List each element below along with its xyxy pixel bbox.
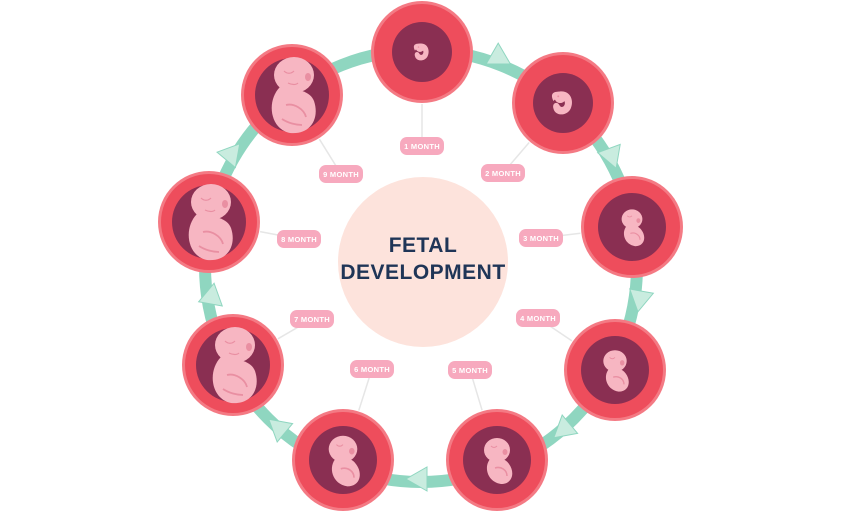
center-circle <box>338 177 508 347</box>
month-label-4: 4 MONTH <box>516 309 560 327</box>
center-title: FETAL DEVELOPMENT <box>338 177 508 347</box>
month-label-text: 4 MONTH <box>520 314 556 323</box>
stage-circle-month-4 <box>564 319 666 421</box>
baby-icon <box>271 57 316 134</box>
month-label-text: 5 MONTH <box>452 366 488 375</box>
month-label-text: 6 MONTH <box>354 365 390 374</box>
cycle-arrow <box>404 466 428 492</box>
embryo-icon <box>413 43 429 61</box>
baby-icon <box>212 327 257 404</box>
cycle-arrows <box>197 42 655 492</box>
title-line-1: FETAL <box>389 234 458 257</box>
stage-circles <box>158 1 683 511</box>
month-label-7: 7 MONTH <box>290 310 334 328</box>
stage-circle-month-5 <box>446 409 548 511</box>
month-label-9: 9 MONTH <box>319 165 363 183</box>
month-label-2: 2 MONTH <box>481 164 525 182</box>
fetus-icon <box>484 438 513 484</box>
month-label-8: 8 MONTH <box>277 230 321 248</box>
cycle-arrow <box>628 288 655 313</box>
baby-icon <box>188 184 233 261</box>
month-label-6: 6 MONTH <box>350 360 394 378</box>
month-label-text: 1 MONTH <box>404 142 440 151</box>
stage-circle-month-6 <box>292 409 394 511</box>
month-label-text: 8 MONTH <box>281 235 317 244</box>
month-label-text: 9 MONTH <box>323 170 359 179</box>
stage-circle-month-3 <box>581 176 683 278</box>
month-label-3: 3 MONTH <box>519 229 563 247</box>
cycle-arrow <box>485 42 512 65</box>
fetus-icon <box>621 209 645 247</box>
cycle-arrow <box>553 414 579 439</box>
stage-circle-month-9 <box>241 44 343 146</box>
embryo-icon <box>551 91 573 115</box>
cycle-arrow <box>216 143 241 169</box>
month-labels: 1 MONTH 2 MONTH 3 MONTH 4 MONTH 5 MONTH 6 MON… <box>277 137 563 379</box>
stage-circle-month-1 <box>371 1 473 103</box>
stage-circle-month-7 <box>182 314 284 416</box>
month-label-text: 7 MONTH <box>294 315 330 324</box>
title-line-2: DEVELOPMENT <box>340 261 505 284</box>
month-label-text: 3 MONTH <box>523 234 559 243</box>
cycle-arrow <box>197 282 224 307</box>
month-label-5: 5 MONTH <box>448 361 492 379</box>
stage-circle-month-2 <box>512 52 614 154</box>
fetus-icon <box>328 435 360 487</box>
fetus-icon <box>603 350 629 392</box>
stage-circle-month-8 <box>158 171 260 273</box>
cycle-arrow <box>596 143 621 170</box>
cycle-arrow <box>268 418 294 443</box>
month-label-1: 1 MONTH <box>400 137 444 155</box>
month-label-text: 2 MONTH <box>485 169 521 178</box>
